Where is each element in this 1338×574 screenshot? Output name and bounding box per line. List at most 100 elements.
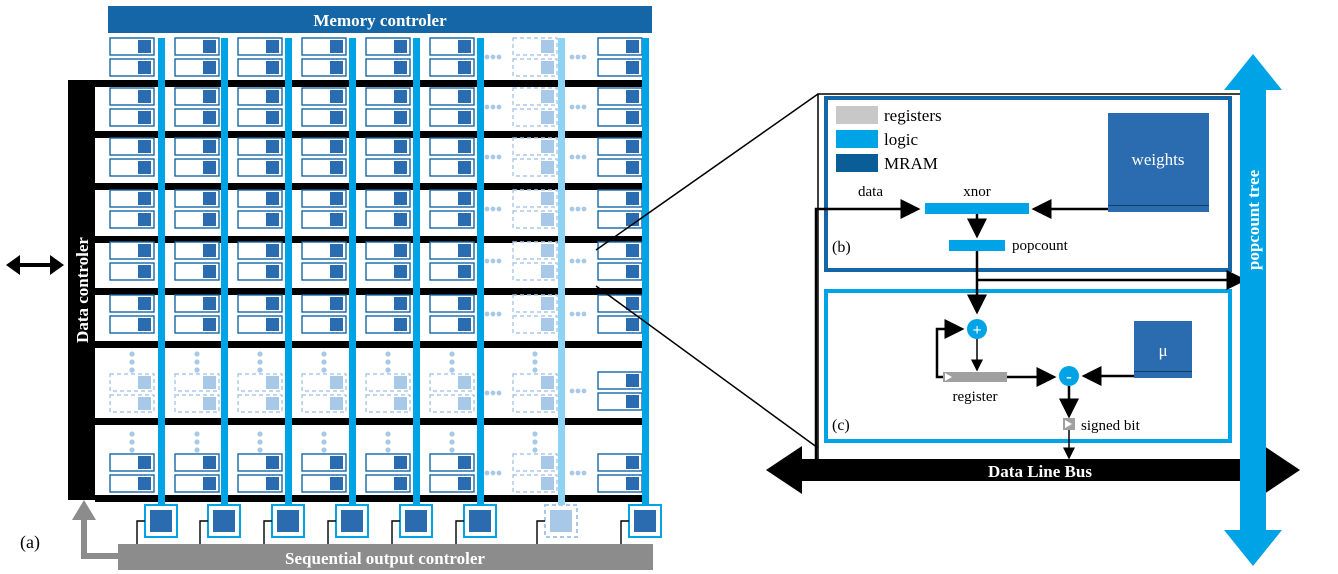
- mram-bit: [626, 395, 639, 408]
- horizontal-ellipsis-dot: [490, 258, 496, 264]
- mram-bit: [626, 161, 639, 174]
- mram-bit: [458, 40, 471, 53]
- mram-bit: [626, 192, 639, 205]
- mram-bit: [266, 111, 279, 124]
- mram-bit: [541, 40, 554, 53]
- mram-bit: [266, 213, 279, 226]
- mram-bit: [203, 318, 216, 331]
- horizontal-ellipsis-dot: [569, 311, 575, 317]
- output-connector: [536, 520, 545, 544]
- mram-bit: [541, 213, 554, 226]
- logic-bus: [349, 38, 356, 508]
- vertical-ellipsis-dot: [194, 367, 200, 373]
- mram-bit: [266, 297, 279, 310]
- data-label: data: [858, 184, 883, 200]
- mram-bit: [330, 140, 343, 153]
- accumulator-register: [943, 372, 1007, 382]
- output-connector: [136, 520, 145, 544]
- mram-bit: [266, 61, 279, 74]
- mram-bit: [626, 61, 639, 74]
- vertical-ellipsis-dot: [532, 447, 538, 453]
- adder-symbol: +: [972, 322, 981, 339]
- horizontal-ellipsis-dot: [575, 388, 581, 394]
- mram-bit: [458, 161, 471, 174]
- io-double-arrow: [6, 255, 64, 275]
- popcount-unit: [949, 240, 1005, 251]
- output-register: [405, 510, 427, 532]
- horizontal-ellipsis-dot: [490, 154, 496, 160]
- output-register: [634, 510, 656, 532]
- mram-bit: [458, 140, 471, 153]
- mram-bit: [541, 90, 554, 103]
- feedback-loop-arrow: [935, 319, 965, 379]
- mram-bit: [394, 297, 407, 310]
- horizontal-ellipsis-dot: [484, 311, 490, 317]
- sequential-output-label: Sequential output controler: [285, 549, 485, 568]
- panel-c-label: (c): [832, 417, 850, 434]
- mram-bit: [626, 477, 639, 490]
- mram-bit: [138, 111, 151, 124]
- mram-bit: [138, 90, 151, 103]
- mram-bit: [626, 374, 639, 387]
- horizontal-ellipsis-dot: [484, 104, 490, 110]
- memory-controller-bar: [108, 6, 652, 33]
- mram-bit: [330, 61, 343, 74]
- vertical-ellipsis-dot: [257, 431, 263, 437]
- vertical-ellipsis-dot: [449, 431, 455, 437]
- vertical-ellipsis-dot: [257, 351, 263, 357]
- mram-bit: [138, 318, 151, 331]
- vertical-ellipsis-dot: [194, 447, 200, 453]
- mram-bit: [626, 111, 639, 124]
- horizontal-ellipsis-dot: [581, 54, 587, 60]
- row-separator: [95, 495, 642, 502]
- mram-bit: [203, 111, 216, 124]
- vertical-ellipsis-dot: [385, 367, 391, 373]
- panel-b-label: (b): [832, 239, 851, 256]
- zoom-line-top: [595, 93, 819, 251]
- horizontal-ellipsis-dot: [569, 104, 575, 110]
- horizontal-ellipsis-dot: [484, 258, 490, 264]
- logic-bus: [158, 38, 165, 508]
- mram-bit: [394, 376, 407, 389]
- popcount-label: popcount: [1012, 238, 1069, 254]
- mram-bit: [541, 192, 554, 205]
- vertical-ellipsis-dot: [385, 351, 391, 357]
- mram-bit: [626, 456, 639, 469]
- legend-swatch-mram: [836, 154, 878, 172]
- logic-bus: [413, 38, 420, 508]
- mram-bit: [266, 140, 279, 153]
- vertical-ellipsis-dot: [321, 367, 327, 373]
- output-connector: [327, 520, 336, 544]
- mram-bit: [330, 192, 343, 205]
- vertical-ellipsis-dot: [532, 351, 538, 357]
- mram-bit: [458, 265, 471, 278]
- mram-bit: [394, 213, 407, 226]
- row-separator: [95, 236, 642, 243]
- mram-bit: [394, 318, 407, 331]
- vertical-ellipsis-dot: [129, 359, 135, 365]
- mram-bit: [541, 456, 554, 469]
- panel-a-label: (a): [20, 532, 40, 553]
- output-connector: [263, 520, 272, 544]
- vertical-ellipsis-dot: [194, 439, 200, 445]
- mram-bit: [458, 90, 471, 103]
- vertical-ellipsis-dot: [129, 447, 135, 453]
- horizontal-ellipsis-dot: [569, 154, 575, 160]
- logic-bus: [477, 38, 484, 508]
- mram-bit: [458, 456, 471, 469]
- mram-bit: [458, 477, 471, 490]
- horizontal-ellipsis-dot: [496, 54, 502, 60]
- mram-bit: [541, 161, 554, 174]
- mram-bit: [266, 90, 279, 103]
- horizontal-ellipsis-dot: [581, 388, 587, 394]
- mram-bit: [138, 161, 151, 174]
- mram-bit: [541, 111, 554, 124]
- mram-bit: [626, 318, 639, 331]
- zoom-line-bottom: [595, 285, 819, 449]
- horizontal-ellipsis-dot: [490, 470, 496, 476]
- mram-bit: [394, 140, 407, 153]
- vertical-ellipsis-dot: [385, 447, 391, 453]
- vertical-ellipsis-dot: [129, 351, 135, 357]
- mram-bit: [541, 397, 554, 410]
